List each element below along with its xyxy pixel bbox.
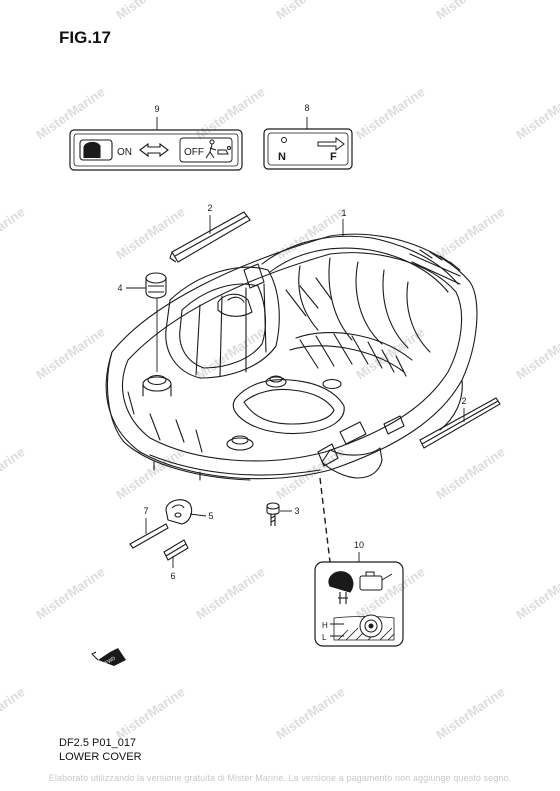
- seal-strip-left-drawing: [169, 211, 251, 263]
- watermark-text: MisterMarine: [33, 564, 107, 622]
- callout-9: 9: [154, 104, 159, 114]
- seal-strip-right-drawing: [419, 397, 501, 449]
- leader-lines: [126, 117, 465, 568]
- sleeve-drawing: [163, 539, 189, 561]
- callout-5: 5: [208, 511, 213, 521]
- grommet-drawing: [145, 272, 167, 299]
- callout-10: 10: [354, 540, 364, 550]
- callout-4: 4: [117, 283, 122, 293]
- figure-title: FIG.17: [59, 28, 111, 47]
- watermark-text: MisterMarine: [513, 84, 560, 142]
- gear-label-frame: [263, 128, 353, 170]
- callout-1: 1: [341, 208, 346, 218]
- bolt-drawing: [266, 502, 280, 526]
- watermark-text: MisterMarine: [433, 204, 507, 262]
- dashed-lead-line: [319, 477, 331, 563]
- watermark-text: MisterMarine: [433, 444, 507, 502]
- watermark-notice: Elaborato utilizzando la versione gratui…: [48, 773, 512, 783]
- watermark-text: MisterMarine: [353, 84, 427, 142]
- watermark-text: MisterMarine: [513, 324, 560, 382]
- forward-arrow-icon: [317, 137, 345, 151]
- oil-label-frame: [314, 561, 404, 647]
- oil-can-icon: [359, 571, 393, 591]
- watermark-text: MisterMarine: [113, 0, 187, 22]
- callout-7: 7: [143, 506, 148, 516]
- gear-label: N F: [263, 128, 353, 170]
- callout-8: 8: [304, 103, 309, 113]
- watermark-text: MisterMarine: [113, 444, 187, 502]
- gear-n-text: N: [278, 151, 286, 163]
- watermark-text: MisterMarine: [0, 0, 27, 22]
- watermark-text: MisterMarine: [273, 0, 347, 22]
- watermark-text: MisterMarine: [0, 684, 27, 742]
- oil-h-text: H: [322, 621, 328, 630]
- watermark-text: MisterMarine: [433, 0, 507, 22]
- double-arrow-icon: [139, 142, 169, 158]
- watermark-text: MisterMarine: [433, 684, 507, 742]
- watermark-text: MisterMarine: [113, 684, 187, 742]
- dipstick-icon: [328, 571, 354, 604]
- running-engine-icon: [205, 139, 231, 159]
- oil-level-label: H L: [314, 561, 404, 647]
- choke-label: ON OFF: [69, 129, 243, 171]
- callout-6: 6: [170, 571, 175, 581]
- callout-2-right: 2: [461, 396, 466, 406]
- choke-on-text: ON: [117, 147, 132, 158]
- callout-numbers: 9 8 1 2 2 4 3 5 7 6 10: [117, 103, 466, 581]
- clamp-drawing: [165, 499, 193, 525]
- watermark-text: MisterMarine: [193, 324, 267, 382]
- figure-code: DF2.5 P01_017: [59, 737, 137, 749]
- watermark-text: MisterMarine: [193, 564, 267, 622]
- fwd-text: FWD: [104, 655, 117, 666]
- fwd-arrow-icon: FWD: [91, 648, 126, 666]
- callout-2-left: 2: [207, 203, 212, 213]
- figure-name: LOWER COVER: [59, 751, 142, 763]
- choke-off-text: OFF: [184, 147, 204, 158]
- watermark-text: MisterMarine: [0, 444, 27, 502]
- callout-3: 3: [294, 506, 299, 516]
- watermark-text: MisterMarine: [113, 204, 187, 262]
- pin-drawing: [129, 523, 169, 549]
- watermark-text: MisterMarine: [513, 564, 560, 622]
- gear-wheel-icon: [359, 614, 383, 638]
- watermark-text: MisterMarine: [353, 564, 427, 622]
- watermark-text: MisterMarine: [273, 684, 347, 742]
- choke-label-frame: [69, 129, 243, 171]
- gear-f-text: F: [330, 151, 337, 163]
- neutral-indicator-icon: [281, 137, 287, 143]
- choke-knob-icon: [79, 139, 113, 161]
- oil-l-text: L: [322, 633, 327, 642]
- watermark-text: MisterMarine: [0, 204, 27, 262]
- lower-cover-drawing: [105, 233, 478, 481]
- watermark-text: MisterMarine: [33, 324, 107, 382]
